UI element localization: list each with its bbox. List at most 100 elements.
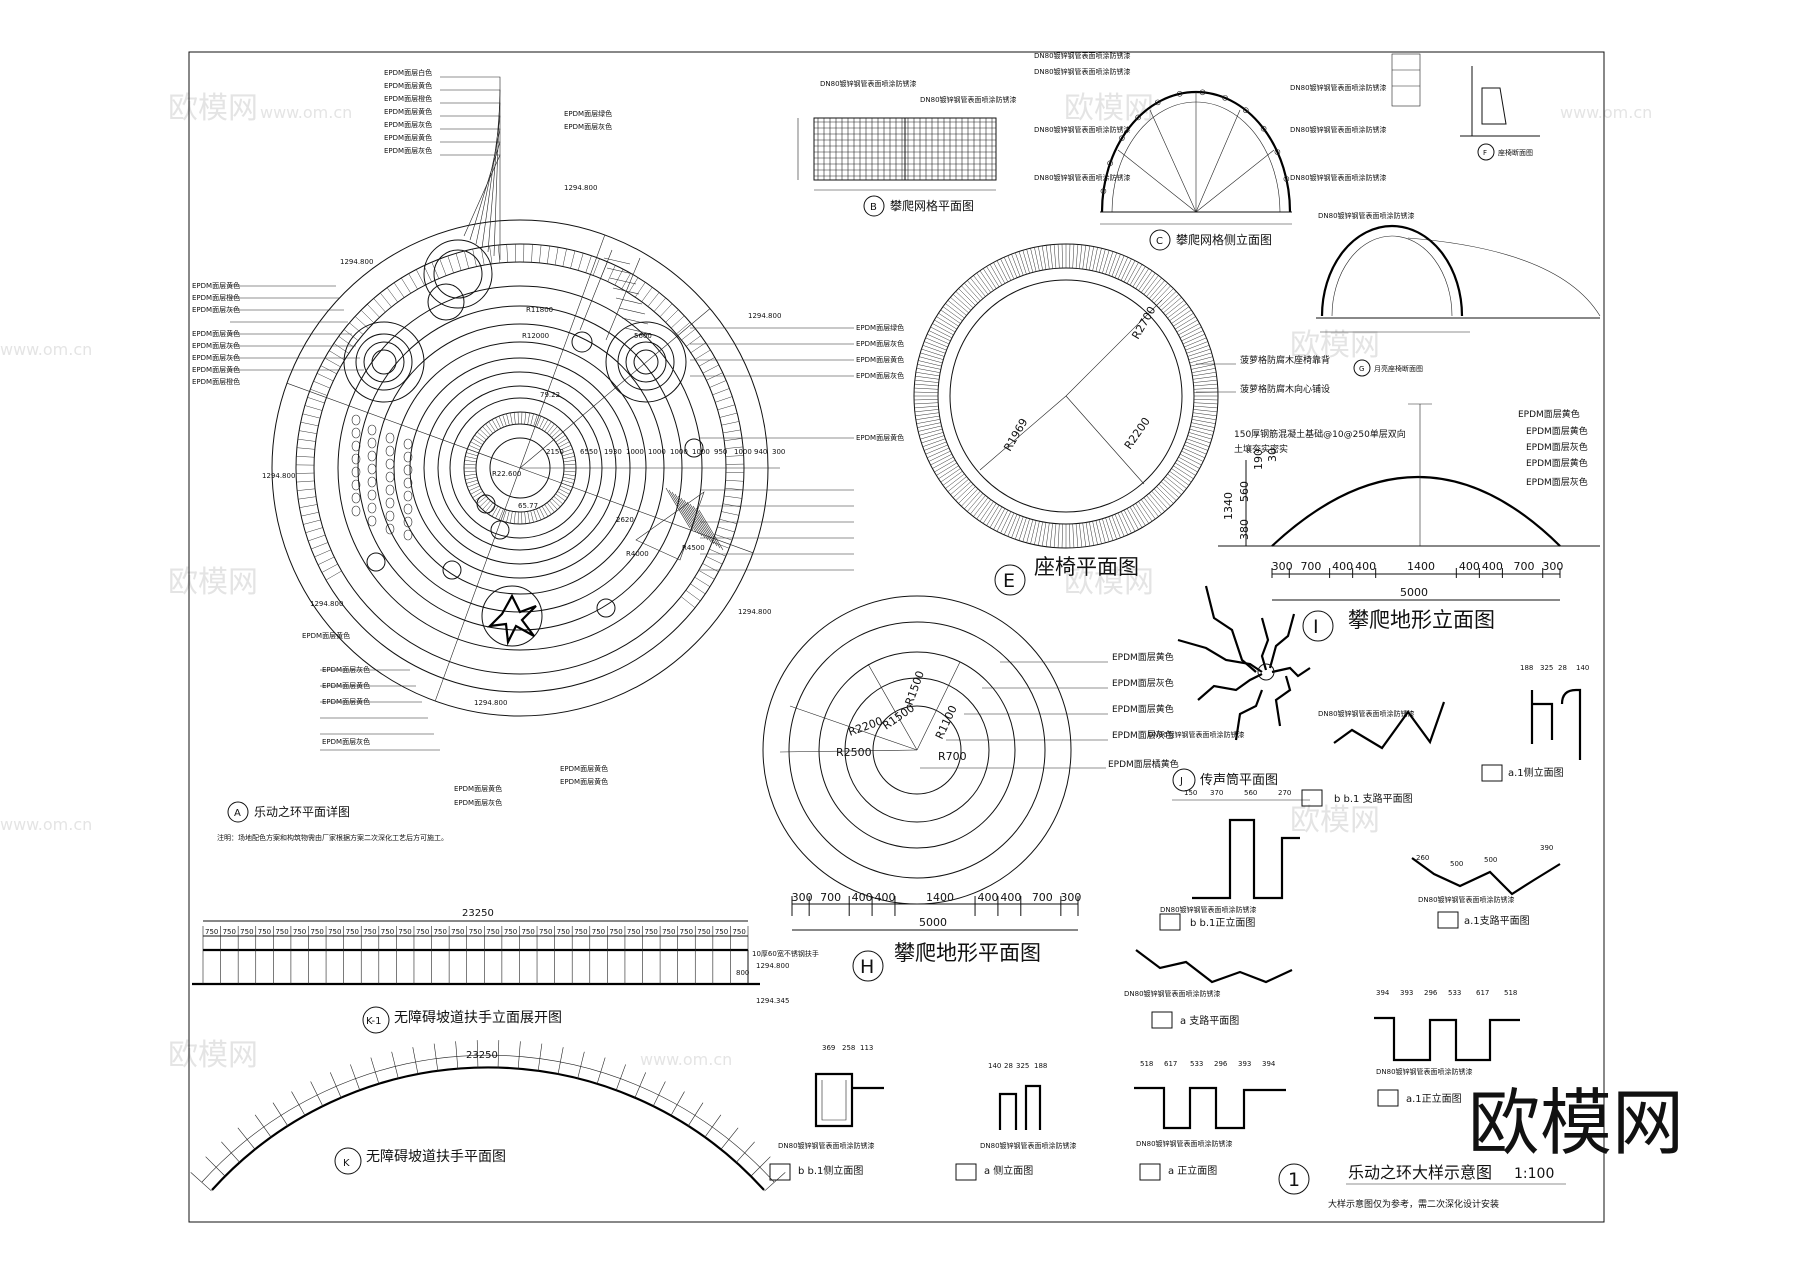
a-radial-line xyxy=(287,383,520,468)
dim: 533 xyxy=(1448,989,1461,997)
j-note: DN80镀锌钢管表面喷涂防锈漆 xyxy=(1318,709,1415,718)
e-seat-rings xyxy=(914,244,1236,548)
view-letter: E xyxy=(1003,570,1015,592)
e-slat xyxy=(1079,523,1082,547)
e-slat xyxy=(1073,524,1074,548)
a-bead xyxy=(386,485,394,495)
e-note: 菠萝格防腐木向心铺设 xyxy=(1240,383,1330,395)
ladder-rung xyxy=(610,278,636,284)
hatch-line xyxy=(654,298,666,312)
e-slat xyxy=(1192,372,1216,376)
e-slat xyxy=(915,413,939,416)
e-slat xyxy=(1193,409,1217,412)
detail-sheet-title: 1 乐动之环大样示意图 1:100 大样示意图仅为参考，需二次深化设计安装 xyxy=(1279,1163,1566,1210)
detail-b1-front: 150 370 560 270 DN80镀锌钢管表面喷涂防锈漆 b b.1正立面… xyxy=(1160,789,1310,930)
e-slat xyxy=(1194,388,1218,389)
hatch-line xyxy=(534,415,538,426)
view-letter: A xyxy=(234,808,241,819)
epdm-label: EPDM面层黄色 xyxy=(192,281,240,290)
detail-scale: 1:100 xyxy=(1514,1166,1554,1182)
k-post xyxy=(434,1044,438,1072)
hatch-line xyxy=(586,256,592,273)
e-slat xyxy=(1054,244,1056,268)
view-letter: J xyxy=(1179,776,1183,787)
dim: 325 xyxy=(1540,664,1553,672)
epdm-label: EPDM面层灰色 xyxy=(192,353,240,362)
e-slat xyxy=(1152,283,1168,301)
hatch-line xyxy=(721,421,739,425)
hatch-line xyxy=(629,278,638,293)
b-note: DN80镀锌钢管表面喷涂防锈漆 xyxy=(920,95,1017,104)
e-slat xyxy=(1154,489,1171,506)
a-bead xyxy=(404,491,412,501)
g-arch-inner xyxy=(1332,236,1452,316)
k1-seg-dim: 750 xyxy=(627,928,640,936)
k1-seg-dim: 750 xyxy=(609,928,622,936)
e-slat xyxy=(920,432,943,439)
e-slat xyxy=(1042,522,1046,546)
hatch-line xyxy=(477,496,486,504)
hatch-line xyxy=(297,448,315,450)
e-slat xyxy=(914,384,938,386)
hatch-line xyxy=(555,247,558,265)
hatch-line xyxy=(536,509,540,520)
epdm-label: EPDM面层黄色 xyxy=(322,697,370,706)
e-slat xyxy=(1023,250,1030,273)
a-radial-line xyxy=(435,468,520,701)
hatch-line xyxy=(506,414,509,426)
watermark-site: www.om.cn xyxy=(0,815,92,834)
h-rings xyxy=(763,596,1108,904)
hatch-line xyxy=(514,512,515,524)
hatch-line xyxy=(299,431,317,434)
e-slat xyxy=(961,489,978,506)
hatch-line xyxy=(503,510,507,521)
epdm-label: EPDM面层黄色 xyxy=(1518,408,1580,420)
k-post xyxy=(518,1041,520,1069)
e-slat xyxy=(914,392,938,393)
e-slat xyxy=(1144,275,1159,294)
a-bead xyxy=(352,415,360,425)
e-slat xyxy=(1076,524,1078,548)
e-slat xyxy=(945,474,964,489)
c-note: DN80镀锌钢管表面喷涂防锈漆 xyxy=(1290,83,1387,92)
e-slat xyxy=(923,439,946,447)
c-ray xyxy=(1150,110,1196,212)
detail-box xyxy=(1392,54,1420,106)
a-bead xyxy=(368,516,376,526)
hatch-line xyxy=(717,527,734,532)
view-e: R2700 R1969 R2200 菠萝格防腐木座椅靠背 菠萝格防腐木向心铺设 … xyxy=(914,244,1330,595)
brand-logo: 欧模网 xyxy=(1468,1081,1684,1165)
hatch-line xyxy=(480,499,489,507)
hatch-line xyxy=(699,570,715,579)
e-slat xyxy=(1008,256,1017,278)
epdm-label: EPDM面层灰色 xyxy=(454,798,502,807)
i-dim-value: 400 xyxy=(1459,560,1480,573)
hatch-line xyxy=(325,358,341,367)
hatch-line xyxy=(578,253,583,270)
hatch-line xyxy=(699,357,715,366)
a-bead xyxy=(368,490,376,500)
view-title: 攀爬地形立面图 xyxy=(1348,608,1495,632)
e-slat xyxy=(1193,380,1217,383)
hatch-line xyxy=(552,429,561,437)
hatch-line xyxy=(296,456,314,457)
dim: 394 xyxy=(1262,1060,1276,1068)
e-slat xyxy=(1027,520,1033,543)
k-total: 23250 xyxy=(466,1050,498,1061)
a-epdm-left-legend: EPDM面层黄色 EPDM面层橙色 EPDM面层灰色 EPDM面层黄色 EPDM… xyxy=(192,281,240,386)
a-bead xyxy=(386,472,394,482)
e-slat xyxy=(1192,419,1216,423)
e-slat xyxy=(1112,515,1121,537)
epdm-label: EPDM面层黄色 xyxy=(384,133,432,142)
radius-label: R1969 xyxy=(1001,416,1030,453)
hatch-line xyxy=(456,253,461,270)
i-terrain-profile xyxy=(1272,477,1560,546)
e-slat xyxy=(926,445,948,454)
e-slat xyxy=(967,280,983,298)
c-note: DN80镀锌钢管表面喷涂防锈漆 xyxy=(1034,173,1131,182)
radius-label: R2200 xyxy=(1122,415,1153,452)
hatch-line xyxy=(464,471,476,472)
e-slat xyxy=(1069,244,1070,268)
radius-label: R2700 xyxy=(1129,304,1158,341)
